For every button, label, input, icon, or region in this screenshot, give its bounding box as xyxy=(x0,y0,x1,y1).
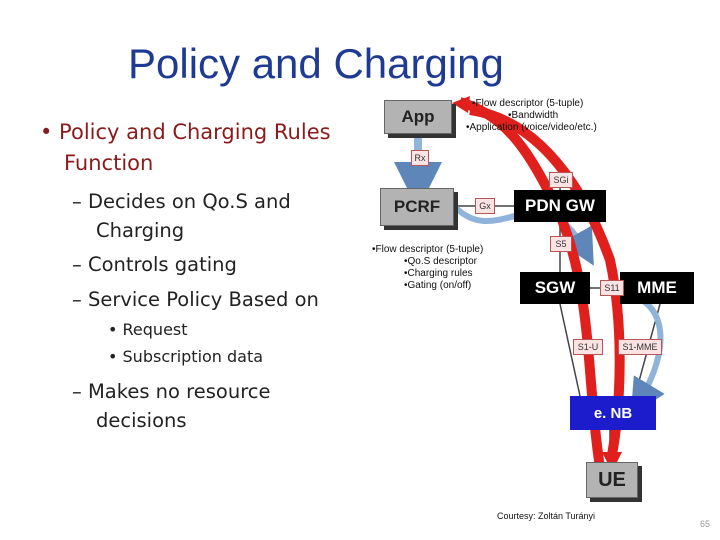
top-note-line-2: •Bandwidth xyxy=(508,110,559,121)
bullet-subscription: • Subscription data xyxy=(108,347,264,366)
s1u-link xyxy=(559,303,581,397)
s1mme-tag: S1-MME xyxy=(618,339,662,355)
pcrf-node: PCRF xyxy=(380,188,454,226)
mid-note-line-4: •Gating (on/off) xyxy=(404,280,472,291)
bullet-pcrf-cont: Function xyxy=(64,151,154,175)
bullet-decides: – Decides on Qo.S and xyxy=(72,190,291,213)
top-note-line-3: •Application (voice/video/etc.) xyxy=(466,122,597,133)
sgi-tag: SGi xyxy=(549,172,573,188)
s1u-tag: S1-U xyxy=(573,339,603,355)
mme-node: MME xyxy=(620,272,694,304)
mid-note-line-1: •Flow descriptor (5-tuple) xyxy=(372,244,484,255)
app-node: App xyxy=(384,100,452,134)
s11-tag: S11 xyxy=(600,280,624,296)
enodeb-node: e. NB xyxy=(570,396,656,430)
bullet-gating: – Controls gating xyxy=(72,253,237,276)
courtesy-note: Courtesy: Zoltán Turányi xyxy=(497,511,596,521)
pdn-gw-node: PDN GW xyxy=(514,190,606,222)
rx-tag: Rx xyxy=(411,150,429,166)
bullet-pcrf: • Policy and Charging Rules xyxy=(40,120,331,144)
mid-note-line-3: •Charging rules xyxy=(404,268,473,279)
s5-tag: S5 xyxy=(550,236,572,252)
red-arrow-head-up xyxy=(452,96,470,113)
mid-note-line-2: •Qo.S descriptor xyxy=(404,256,477,267)
gx-tag: Gx xyxy=(475,198,495,214)
sgw-node: SGW xyxy=(520,272,590,304)
page-number: 65 xyxy=(700,519,711,529)
slide-title: Policy and Charging xyxy=(128,40,504,87)
bullet-request: • Request xyxy=(108,320,188,339)
bullet-no-resource: – Makes no resource xyxy=(72,380,271,403)
bullet-no-resource-cont: decisions xyxy=(96,409,187,432)
bullet-service-policy: – Service Policy Based on xyxy=(72,288,319,311)
ue-node: UE xyxy=(586,462,638,498)
top-note-line-1: •Flow descriptor (5-tuple) xyxy=(472,98,584,109)
bullet-decides-cont: Charging xyxy=(96,219,185,242)
